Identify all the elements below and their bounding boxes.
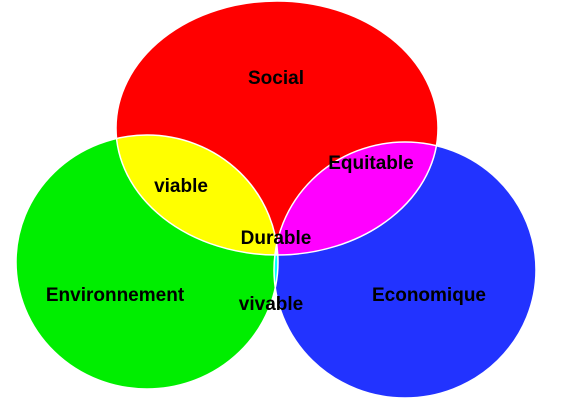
label-economique: Economique xyxy=(372,285,486,306)
label-equitable: Equitable xyxy=(328,153,414,174)
label-vivable: vivable xyxy=(239,294,303,315)
label-environnement: Environnement xyxy=(46,285,185,306)
circle-economique-outline xyxy=(273,141,537,399)
overlap-viable xyxy=(116,135,278,255)
label-durable: Durable xyxy=(241,228,312,249)
label-viable: viable xyxy=(154,176,208,197)
circle-environnement-outline xyxy=(15,134,279,390)
circle-social-outline xyxy=(115,0,439,256)
label-social: Social xyxy=(248,68,304,89)
overlap-equitable xyxy=(274,142,438,255)
